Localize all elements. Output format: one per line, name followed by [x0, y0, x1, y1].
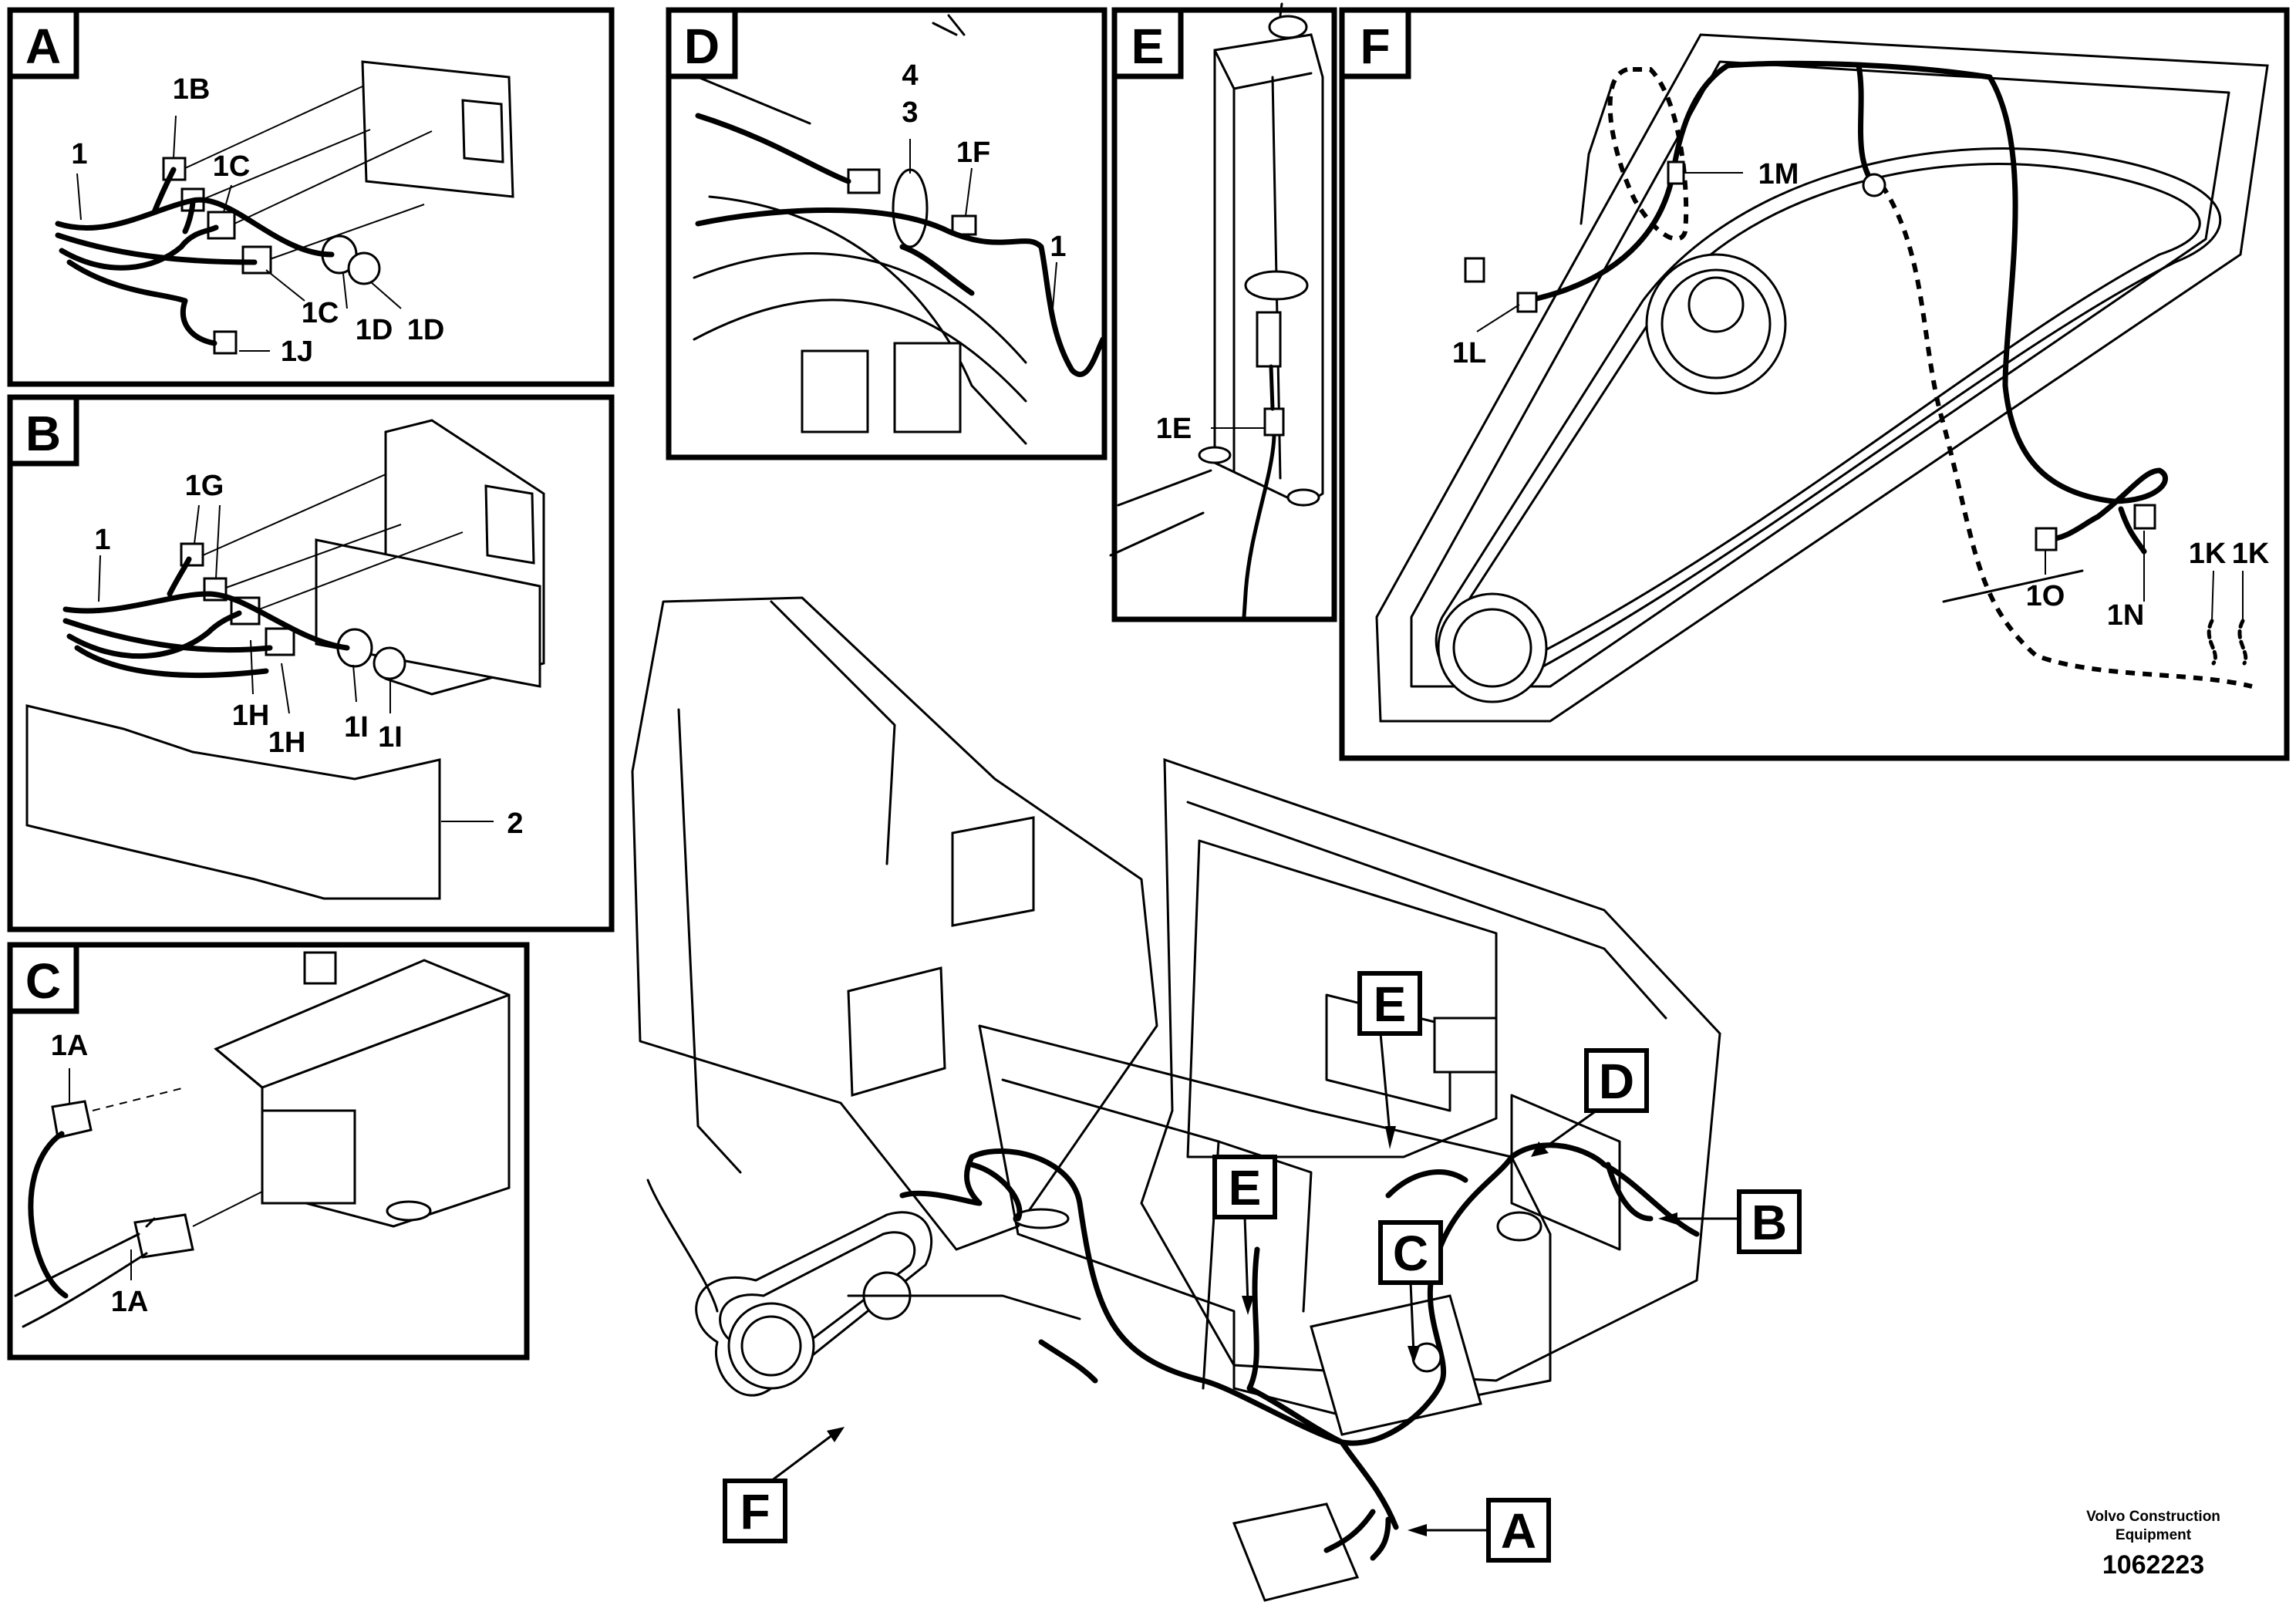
- label-1d: 1D: [407, 314, 445, 346]
- footer-block: Volvo Construction Equipment 1062223: [2086, 1509, 2220, 1580]
- main-callout-f: F: [723, 1427, 845, 1543]
- detail-panel-e: E 1E: [1109, 2, 1337, 622]
- main-chassis-view: [631, 596, 1721, 1602]
- main-callout-b: B: [1658, 1189, 1802, 1254]
- panel-b-letter: B: [25, 406, 61, 461]
- detail-panel-a: A 1B 1 1C 1C 1D 1D 1J: [7, 7, 615, 387]
- panel-d-letter: D: [684, 19, 720, 74]
- main-callout-c: C: [1378, 1220, 1443, 1364]
- label-1m: 1M: [1758, 158, 1799, 191]
- label-1n: 1N: [2107, 599, 2145, 632]
- panel-a-letter: A: [25, 19, 61, 74]
- main-callout-d: D: [1531, 1048, 1649, 1157]
- label-1d: 1D: [356, 314, 393, 346]
- label-4: 4: [902, 59, 918, 92]
- label-3: 3: [902, 96, 918, 129]
- company-name-line2: Equipment: [2116, 1527, 2192, 1543]
- label-1k: 1K: [2232, 538, 2270, 570]
- label-1e: 1E: [1156, 413, 1192, 445]
- detail-panel-d: D 4 3 1F 1: [666, 7, 1108, 460]
- company-name: Volvo Construction: [2086, 1509, 2220, 1525]
- label-1: 1: [1050, 231, 1066, 263]
- label-1i: 1I: [344, 711, 369, 744]
- label-1a: 1A: [111, 1286, 149, 1318]
- label-2: 2: [507, 808, 523, 840]
- detail-panel-b: B 1G 1 1H 1H 1I 1I: [7, 394, 615, 932]
- label-1c: 1C: [213, 150, 251, 183]
- panel-e-letter: E: [1131, 19, 1165, 74]
- svg-text:C: C: [1393, 1226, 1428, 1281]
- label-1o: 1O: [2026, 580, 2065, 612]
- label-1k: 1K: [2189, 538, 2227, 570]
- label-1h: 1H: [268, 727, 306, 759]
- drawing-number: 1062223: [2102, 1550, 2204, 1580]
- label-1b: 1B: [173, 73, 211, 106]
- panel-c-letter: C: [25, 953, 61, 1009]
- svg-text:E: E: [1374, 976, 1407, 1032]
- detail-panel-c: C 1A 1A: [7, 942, 530, 1361]
- label-1i: 1I: [378, 721, 403, 754]
- label-1a: 1A: [51, 1030, 89, 1062]
- label-1l: 1L: [1452, 337, 1486, 369]
- svg-text:E: E: [1229, 1160, 1262, 1216]
- svg-text:A: A: [1501, 1503, 1536, 1559]
- label-1j: 1J: [281, 336, 313, 368]
- svg-text:B: B: [1752, 1195, 1787, 1250]
- svg-text:F: F: [740, 1484, 770, 1539]
- svg-text:D: D: [1599, 1054, 1634, 1109]
- panel-f-letter: F: [1360, 19, 1390, 74]
- label-1g: 1G: [185, 470, 224, 502]
- label-1h: 1H: [232, 700, 270, 732]
- label-1: 1: [71, 138, 87, 170]
- label-1: 1: [94, 524, 110, 556]
- label-1c: 1C: [302, 297, 339, 329]
- detail-panel-f: F 1M 1L: [1339, 7, 2290, 761]
- main-callout-e-top: E: [1357, 971, 1422, 1149]
- label-1f: 1F: [956, 137, 990, 169]
- main-callout-a: A: [1408, 1498, 1551, 1563]
- main-callout-e-left: E: [1212, 1155, 1277, 1315]
